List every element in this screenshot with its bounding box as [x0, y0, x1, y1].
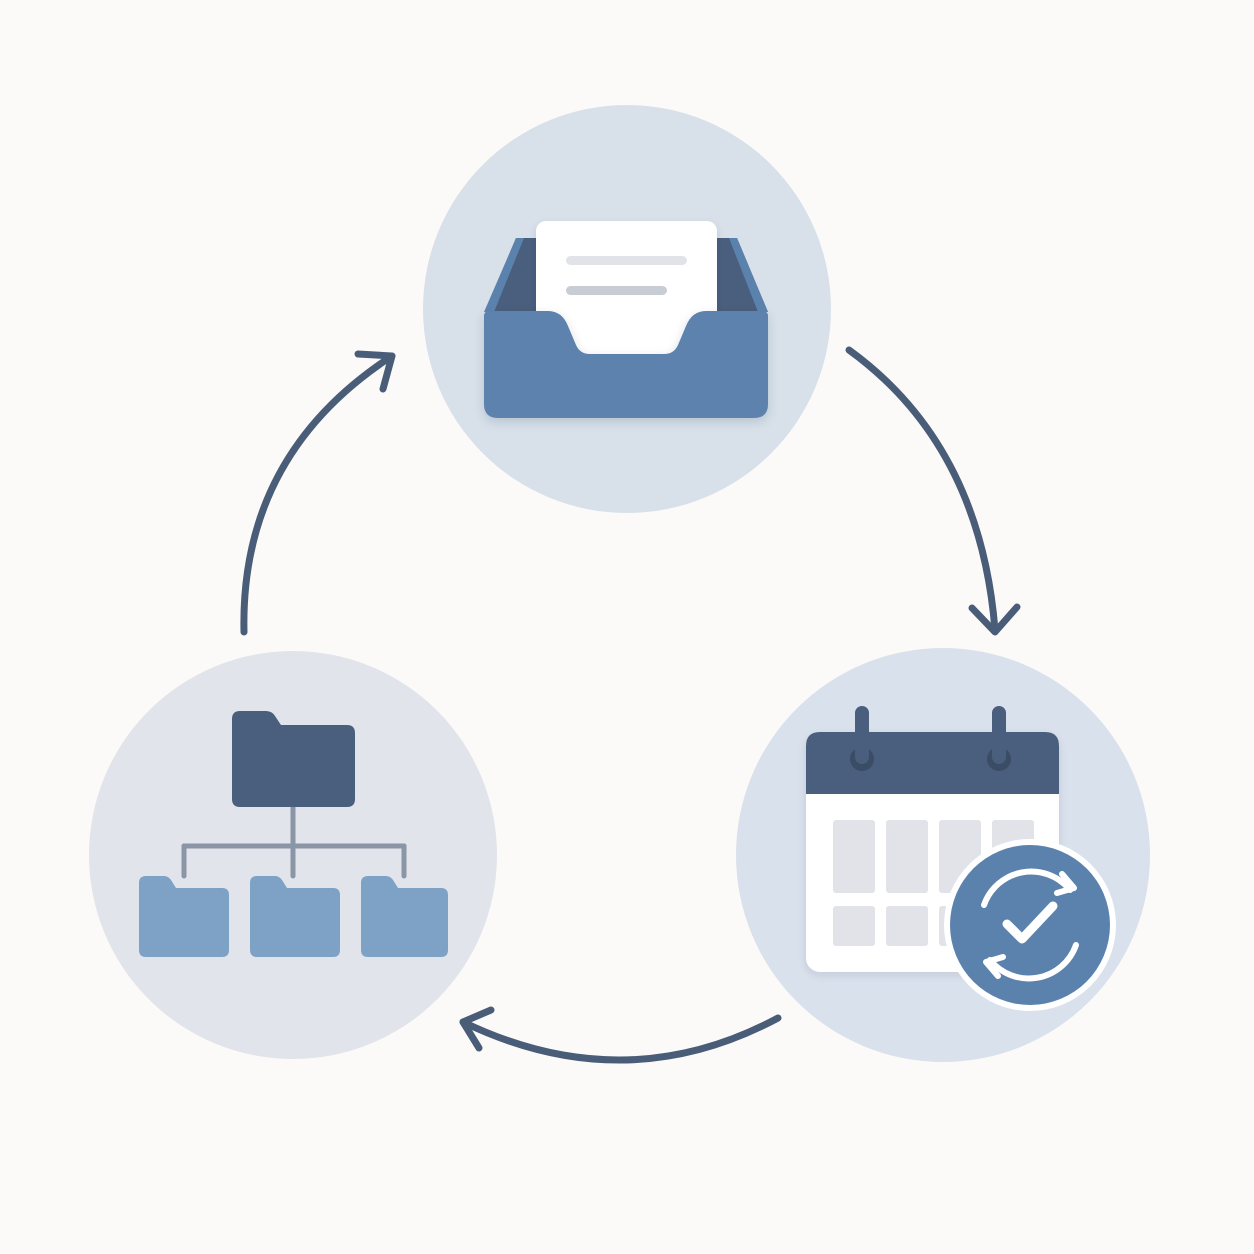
child-folder-left-icon [139, 876, 229, 957]
sync-arrowhead-bottom [983, 954, 1006, 979]
arrow-schedule-to-organize [459, 1006, 782, 1064]
calendar-header-bar [806, 732, 1059, 794]
inbox-document-line-2 [566, 286, 667, 295]
child-folder-middle-icon [250, 876, 340, 957]
node-schedule [736, 648, 1150, 1062]
folder-hierarchy-icon [139, 711, 448, 957]
sync-arrowhead-top [1054, 871, 1077, 896]
calendar-ring-right [992, 706, 1006, 764]
sync-arrow-bottom [987, 942, 1079, 982]
arrow-inbox-to-schedule [845, 346, 1021, 636]
inbox-tray-front [484, 311, 768, 418]
child-folder-right-icon [361, 876, 448, 957]
hierarchy-connectors [181, 803, 407, 879]
calendar-day-cell [833, 906, 875, 946]
sync-check-badge-icon [944, 839, 1116, 1011]
cycle-arrows [240, 346, 1021, 1064]
node-inbox [423, 105, 831, 513]
calendar-day-cell [886, 906, 928, 946]
arrowhead-organize-to-inbox [354, 350, 396, 393]
arrowhead-inbox-to-schedule [968, 603, 1021, 636]
inbox-tray-icon [484, 221, 768, 418]
inbox-document-line-1 [566, 256, 687, 265]
inbox-tray-right-wall [729, 238, 768, 312]
calendar-day-cell [886, 820, 928, 893]
calendar-day-cell [833, 820, 875, 893]
arrow-organize-to-inbox [240, 350, 396, 636]
check-icon [1002, 901, 1058, 944]
node-organize [89, 651, 497, 1059]
sync-arrow-top [981, 868, 1073, 908]
parent-folder-icon [232, 711, 355, 807]
arrowhead-schedule-to-organize [459, 1006, 495, 1052]
calendar-ring-left [855, 706, 869, 764]
inbox-tray-left-wall [484, 238, 524, 312]
